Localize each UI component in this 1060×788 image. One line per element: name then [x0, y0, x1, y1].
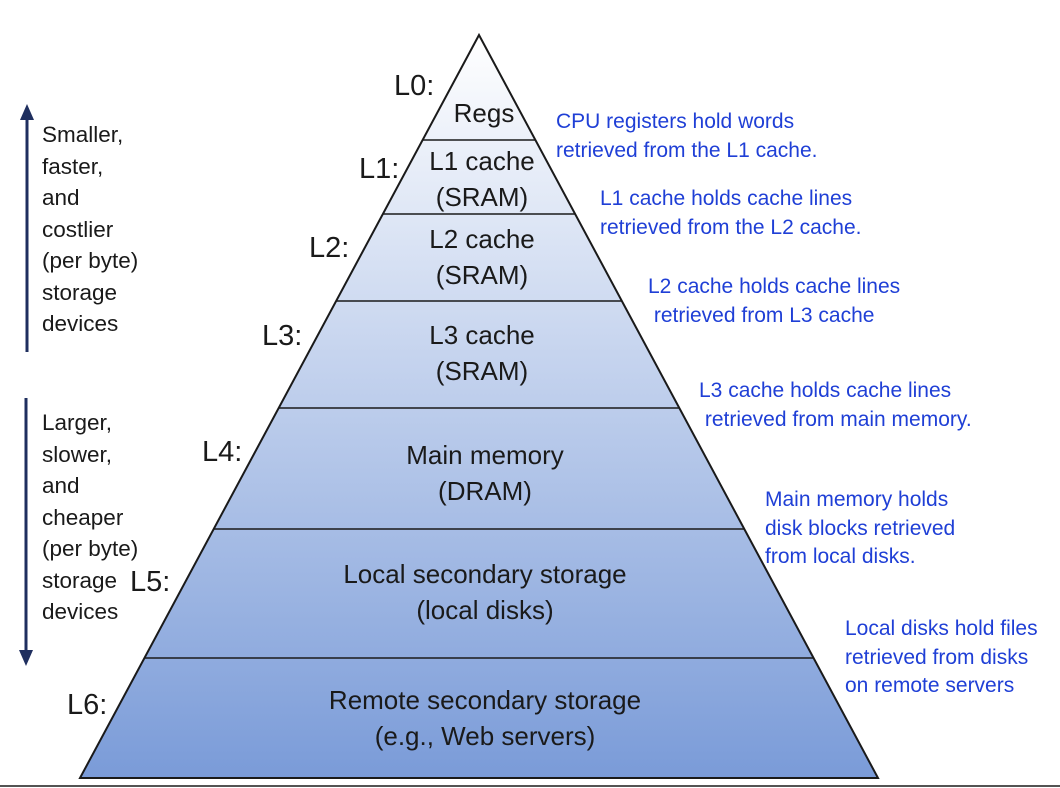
- arrow-down-icon: [19, 398, 33, 666]
- note-l5: Local disks hold files retrieved from di…: [845, 615, 1038, 701]
- note-line: Main memory holds: [765, 488, 949, 511]
- note-line: Local disks hold files: [845, 617, 1038, 640]
- side-line: Larger,: [42, 410, 113, 435]
- tier-line: L3 cache: [429, 320, 535, 350]
- level-label-l6: L6:: [67, 689, 108, 721]
- note-line: L1 cache holds cache lines: [600, 187, 853, 210]
- note-line: L2 cache holds cache lines: [648, 275, 901, 298]
- side-line: and: [42, 185, 80, 210]
- tier-l2-cache: L2 cache (SRAM): [429, 221, 535, 293]
- note-l0: CPU registers hold words retrieved from …: [556, 108, 817, 165]
- side-line: and: [42, 473, 80, 498]
- side-line: faster,: [42, 153, 104, 179]
- pyramid-fill: [80, 35, 878, 778]
- tier-remote-secondary-storage: Remote secondary storage (e.g., Web serv…: [329, 682, 641, 754]
- tier-line: (e.g., Web servers): [374, 721, 596, 751]
- side-line: cheaper: [42, 504, 124, 530]
- note-l2: L2 cache holds cache lines retrieved fro…: [648, 273, 900, 330]
- tier-line: Local secondary storage: [343, 559, 627, 589]
- tier-line: Regs: [453, 98, 515, 128]
- tier-line: (SRAM): [435, 260, 529, 290]
- side-line: storage: [42, 279, 118, 305]
- note-line: disk blocks retrieved: [765, 516, 956, 540]
- arrow-up-icon: [20, 104, 34, 352]
- level-label-l5: L5:: [130, 566, 171, 598]
- level-label-l0: L0:: [394, 70, 435, 102]
- side-line: devices: [42, 599, 119, 624]
- tier-line: Remote secondary storage: [328, 685, 642, 715]
- note-l4: Main memory holds disk blocks retrieved …: [765, 486, 955, 572]
- side-line: devices: [42, 311, 119, 336]
- note-line: from local disks.: [765, 545, 916, 568]
- note-line: on remote servers: [845, 674, 1015, 697]
- side-line: slower,: [42, 441, 113, 467]
- note-l1: L1 cache holds cache lines retrieved fro…: [600, 185, 861, 242]
- note-line: retrieved from main memory.: [699, 407, 972, 431]
- note-line: CPU registers hold words: [556, 110, 795, 133]
- side-line: (per byte): [42, 536, 139, 561]
- note-line: L3 cache holds cache lines: [699, 379, 952, 402]
- tier-l3-cache: L3 cache (SRAM): [429, 317, 535, 389]
- tier-local-secondary-storage: Local secondary storage (local disks): [343, 556, 626, 628]
- side-line: Smaller,: [42, 122, 124, 147]
- tier-line: (local disks): [416, 595, 554, 625]
- level-label-l4: L4:: [202, 436, 243, 468]
- side-line: storage: [42, 567, 118, 593]
- tier-line: L2 cache: [429, 224, 535, 254]
- tier-main-memory: Main memory (DRAM): [406, 437, 563, 509]
- tier-line: (DRAM): [438, 476, 532, 506]
- level-label-l3: L3:: [262, 320, 303, 352]
- tier-line: L1 cache: [429, 146, 535, 176]
- side-line: (per byte): [42, 248, 139, 273]
- tier-dividers: [144, 139, 814, 659]
- pyramid-outline: [78, 32, 880, 779]
- note-line: retrieved from the L1 cache.: [556, 138, 818, 162]
- tier-line: (SRAM): [435, 182, 529, 212]
- tier-l1-cache: L1 cache (SRAM): [429, 143, 535, 215]
- note-l3: L3 cache holds cache lines retrieved fro…: [699, 377, 972, 434]
- note-line: retrieved from the L2 cache.: [600, 215, 862, 239]
- level-label-l1: L1:: [359, 153, 400, 185]
- level-label-l2: L2:: [309, 232, 350, 264]
- note-line: retrieved from disks: [845, 645, 1029, 669]
- side-text-bottom: Larger, slower, and cheaper (per byte) s…: [42, 407, 138, 628]
- tier-line: Main memory: [406, 440, 564, 470]
- side-line: costlier: [42, 216, 114, 242]
- tier-line: (SRAM): [435, 356, 529, 386]
- side-text-top: Smaller, faster, and costlier (per byte)…: [42, 119, 138, 340]
- note-line: retrieved from L3 cache: [648, 303, 875, 327]
- tier-registers: Regs: [454, 95, 515, 131]
